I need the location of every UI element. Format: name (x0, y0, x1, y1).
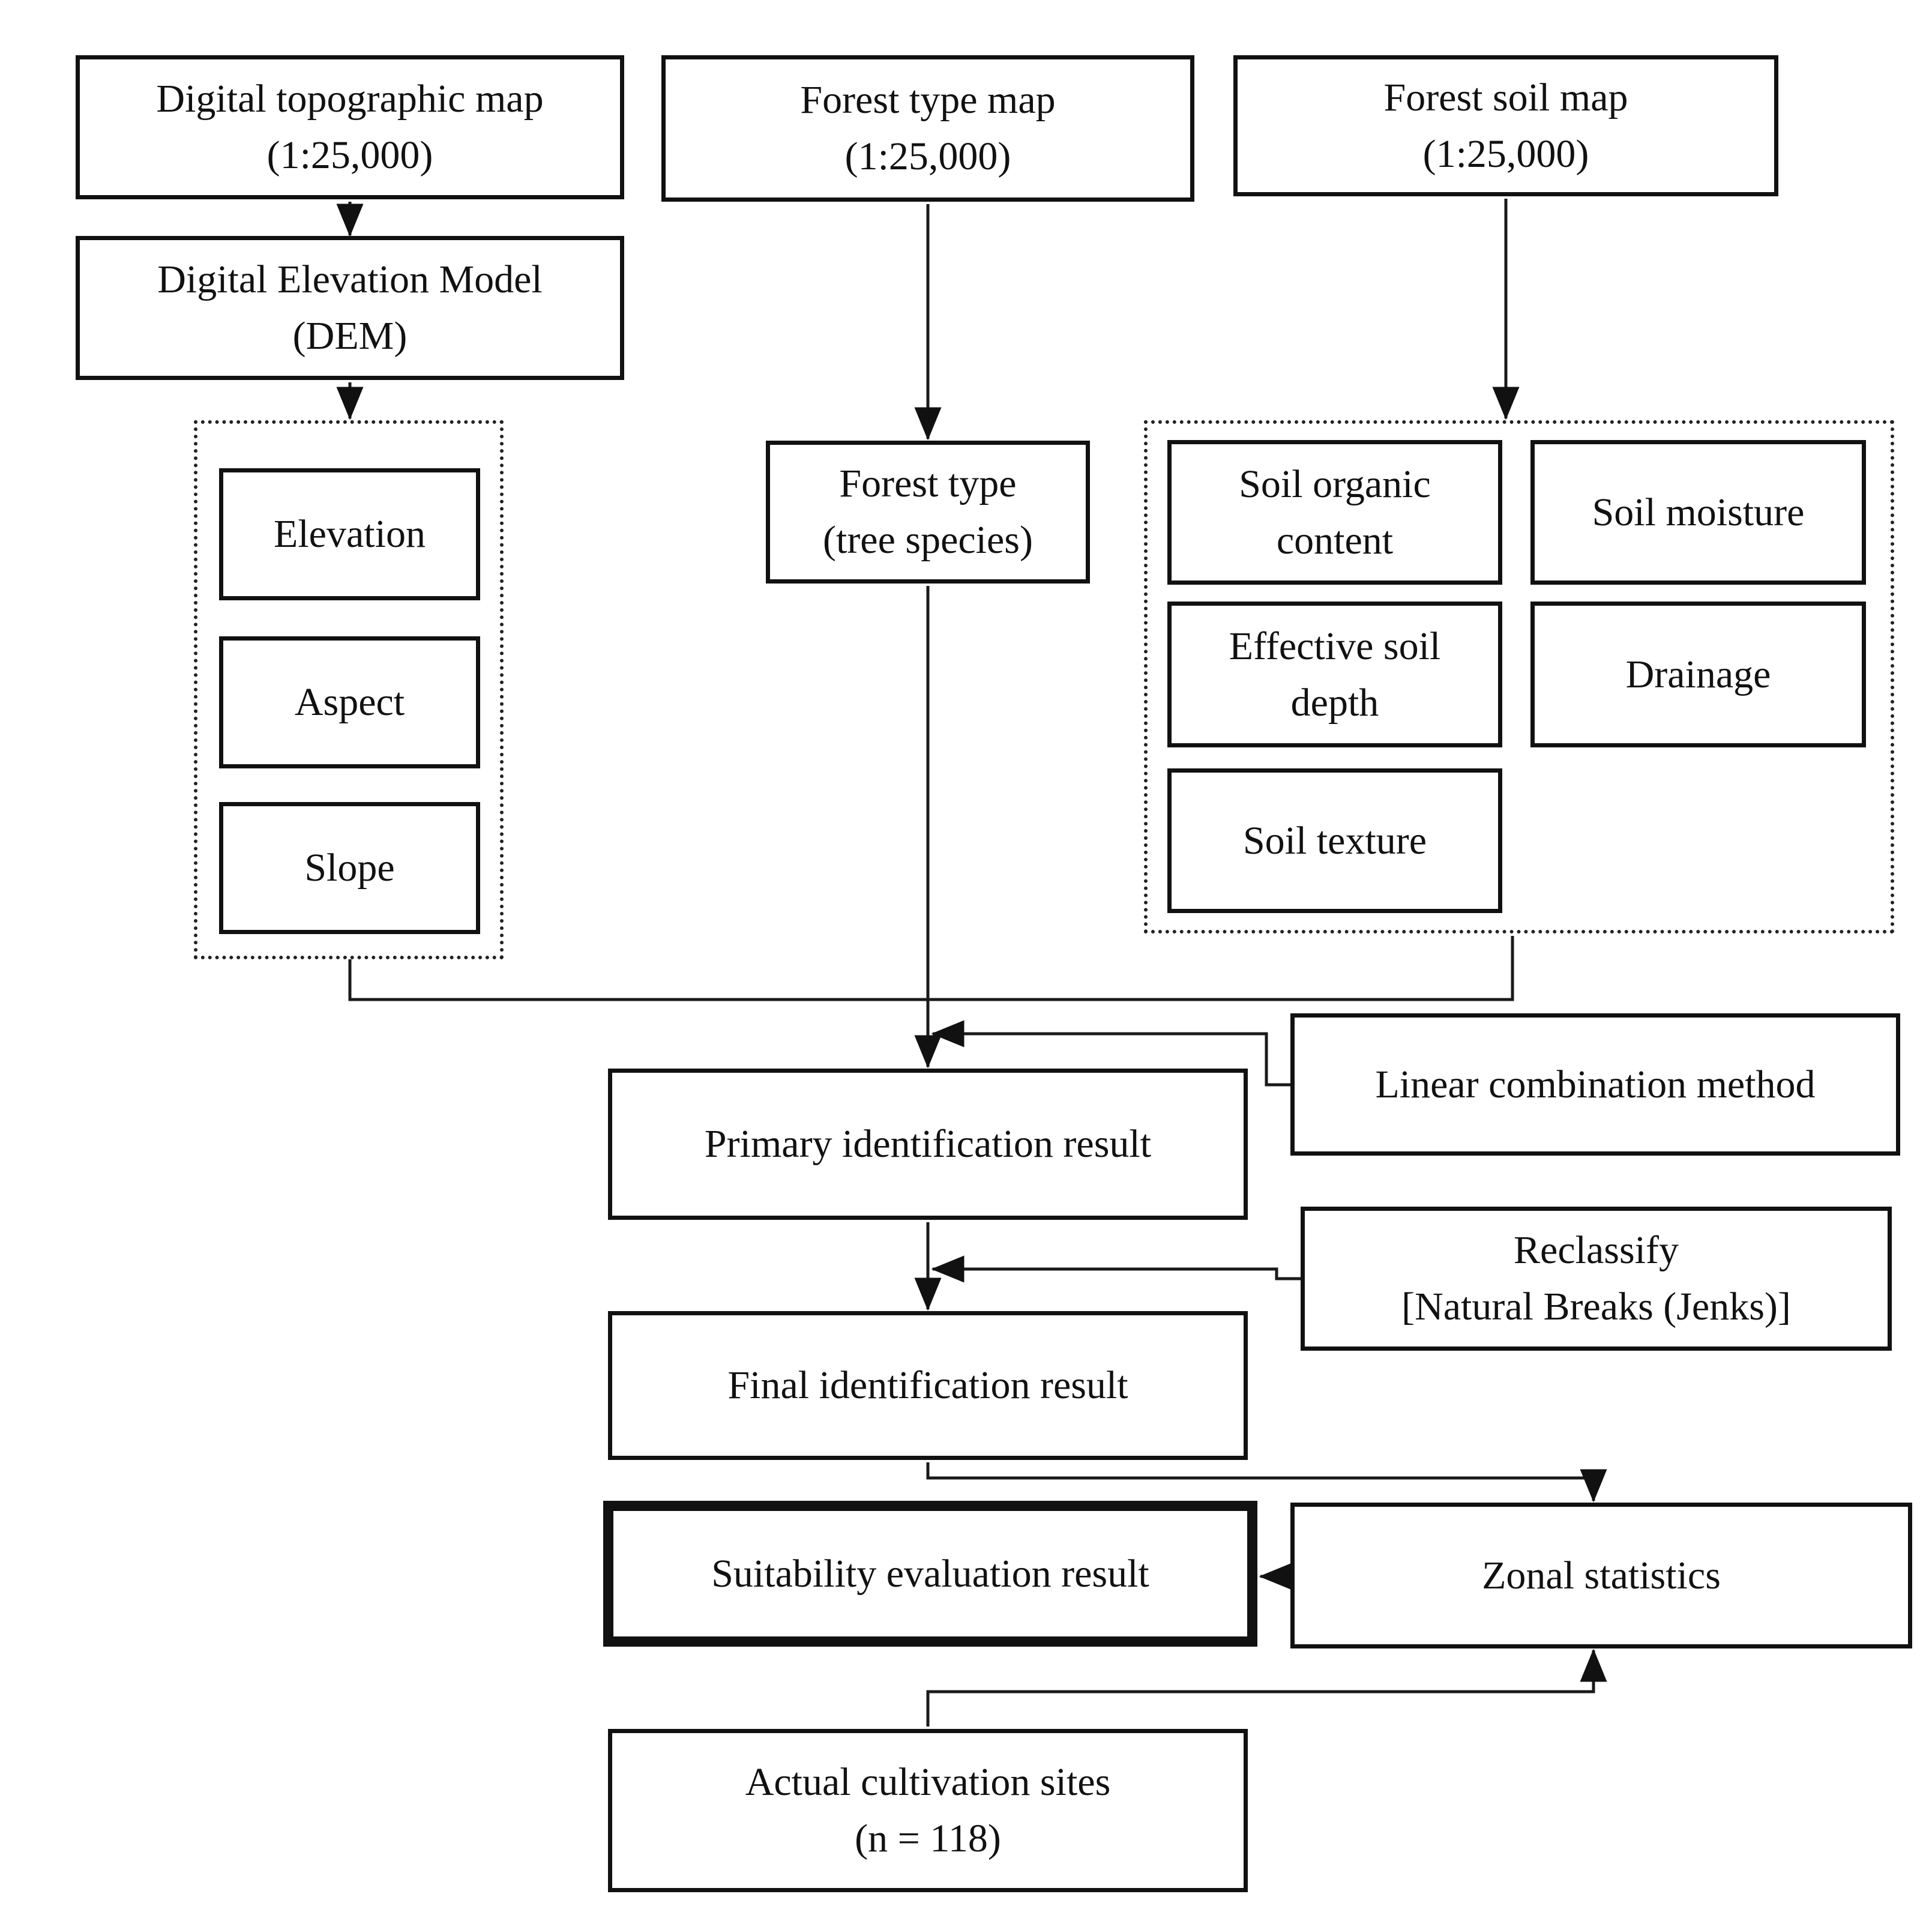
node-label: Elevation (274, 512, 426, 556)
node-label: Forest type map (1:25,000) (800, 78, 1056, 178)
node-zonal-statistics: Zonal statistics (1290, 1503, 1912, 1648)
node-label: Effective soil depth (1229, 624, 1441, 725)
node-label: Drainage (1625, 652, 1771, 696)
node-digital-elevation-model: Digital Elevation Model (DEM) (76, 236, 624, 380)
node-forest-soil-map: Forest soil map (1:25,000) (1233, 55, 1778, 196)
node-label: Zonal statistics (1482, 1553, 1721, 1597)
node-reclassify-natural-breaks: Reclassify [Natural Breaks (Jenks)] (1301, 1207, 1892, 1351)
node-label: Slope (304, 846, 395, 890)
edge-actualsites-to-zonal (926, 1648, 1607, 1727)
node-forest-type: Forest type (tree species) (766, 441, 1090, 584)
node-suitability-evaluation-result: Suitability evaluation result (603, 1501, 1257, 1647)
node-label: Soil organic content (1239, 462, 1431, 562)
node-final-identification-result: Final identification result (608, 1311, 1248, 1460)
node-actual-cultivation-sites: Actual cultivation sites (n = 118) (608, 1729, 1248, 1892)
node-slope: Slope (219, 802, 480, 934)
node-label: Aspect (294, 680, 405, 725)
soil-factors-group (1144, 420, 1894, 933)
node-label: Suitability evaluation result (711, 1551, 1149, 1596)
edge-reclassify-to-final (931, 1255, 1301, 1283)
node-label: Final identification result (727, 1363, 1128, 1408)
node-label: Soil texture (1242, 818, 1427, 863)
node-forest-type-map: Forest type map (1:25,000) (661, 55, 1194, 202)
node-label: Linear combination method (1375, 1062, 1816, 1106)
edge-linear-to-primary (931, 1020, 1290, 1087)
topography-factors-group (194, 420, 504, 959)
node-label: Digital topographic map (1:25,000) (156, 77, 544, 177)
node-aspect: Aspect (219, 636, 480, 768)
node-soil-moisture: Soil moisture (1530, 440, 1866, 585)
node-linear-combination-method: Linear combination method (1290, 1013, 1900, 1156)
node-digital-topographic-map: Digital topographic map (1:25,000) (76, 55, 624, 199)
node-label: Soil moisture (1592, 490, 1805, 534)
node-label: Forest type (tree species) (823, 462, 1033, 562)
node-drainage: Drainage (1530, 602, 1866, 747)
edge-groups-merge-rail (348, 936, 1514, 1001)
node-elevation: Elevation (219, 468, 480, 600)
node-soil-organic-content: Soil organic content (1167, 440, 1502, 585)
node-label: Forest soil map (1:25,000) (1383, 75, 1628, 176)
node-label: Digital Elevation Model (DEM) (157, 258, 543, 358)
edge-final-to-zonal (926, 1462, 1607, 1503)
node-label: Reclassify [Natural Breaks (Jenks)] (1401, 1228, 1791, 1328)
node-label: Actual cultivation sites (n = 118) (745, 1760, 1111, 1860)
node-soil-texture: Soil texture (1167, 768, 1502, 913)
node-effective-soil-depth: Effective soil depth (1167, 602, 1502, 747)
node-label: Primary identification result (704, 1122, 1152, 1166)
node-primary-identification-result: Primary identification result (608, 1069, 1248, 1220)
